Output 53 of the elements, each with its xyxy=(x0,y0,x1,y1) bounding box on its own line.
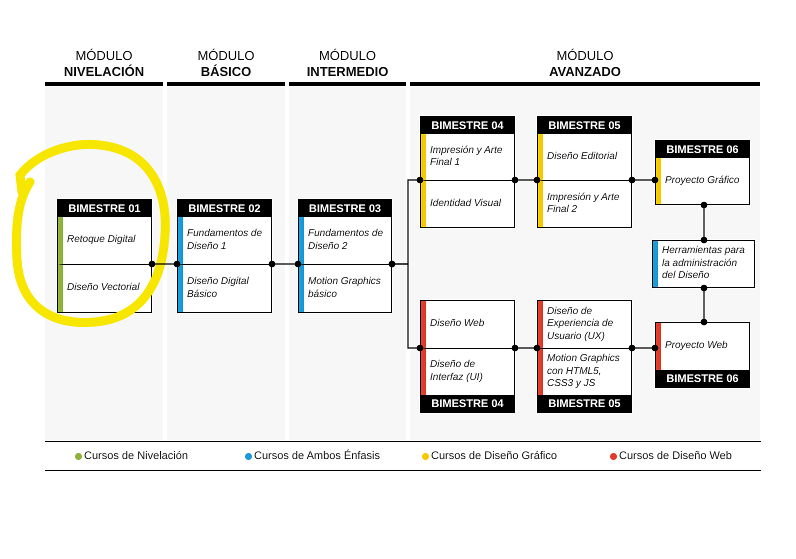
course-name: Impresión y Arte Final 1 xyxy=(421,134,514,180)
connector-line xyxy=(628,344,658,352)
course-name: Motion Graphics básico xyxy=(299,264,391,312)
course-card xyxy=(57,199,152,313)
course-name: Diseño de Experiencia de Usuario (UX) xyxy=(538,301,631,348)
legend-label: Cursos de Nivelación xyxy=(84,450,188,462)
legend-label: Cursos de Ambos Énfasis xyxy=(254,450,380,462)
bimestre-header: BIMESTRE 06 xyxy=(656,141,749,158)
module-heading: INTERMEDIO xyxy=(306,64,388,80)
course-card xyxy=(298,199,392,313)
bimestre-header: BIMESTRE 06 xyxy=(656,370,749,387)
course-card xyxy=(655,140,750,205)
connector-line xyxy=(700,284,708,326)
course-card xyxy=(420,116,515,228)
connector-line xyxy=(628,176,658,184)
connector-line xyxy=(388,260,424,352)
course-name: Fundamentos de Diseño 2 xyxy=(299,217,391,264)
connector-line xyxy=(512,176,540,184)
course-name: Retoque Digital xyxy=(58,217,151,264)
connector-line xyxy=(512,344,540,352)
bimestre-header: BIMESTRE 03 xyxy=(299,200,391,217)
course-name: Proyecto Gráfico xyxy=(656,158,749,204)
bimestre-header: BIMESTRE 02 xyxy=(178,200,271,217)
legend-label: Cursos de Diseño Web xyxy=(619,450,732,462)
legend-label: Cursos de Diseño Gráfico xyxy=(431,450,557,462)
bimestre-header: BIMESTRE 05 xyxy=(538,395,631,412)
course-card xyxy=(537,116,632,228)
module-heading: BÁSICO xyxy=(200,64,252,80)
module-heading: AVANZADO xyxy=(549,64,621,80)
course-name: Identidad Visual xyxy=(421,180,514,227)
course-card xyxy=(420,300,515,413)
course-name: Fundamentos de Diseño 1 xyxy=(178,217,271,264)
connector-line xyxy=(268,260,302,268)
bimestre-header: BIMESTRE 04 xyxy=(421,395,514,412)
course-card xyxy=(537,300,632,413)
course-name: Impresión y Arte Final 2 xyxy=(538,180,631,227)
connector-line xyxy=(700,202,708,244)
course-name: Diseño Web xyxy=(421,301,514,348)
course-name: Diseño Editorial xyxy=(538,134,631,180)
connector-line xyxy=(148,260,180,268)
course-name: Diseño Vectorial xyxy=(58,264,151,312)
module-heading: MÓDULO xyxy=(556,48,614,64)
module-heading: MÓDULO xyxy=(75,48,133,64)
bimestre-header: BIMESTRE 01 xyxy=(58,200,151,217)
course-name: Herramientas para la administración del Diseño xyxy=(653,241,754,287)
module-heading: MÓDULO xyxy=(197,48,255,64)
module-heading: MÓDULO xyxy=(318,48,376,64)
course-name: Diseño Digital Básico xyxy=(178,264,271,312)
course-card xyxy=(177,199,272,313)
module-heading: NIVELACIÓN xyxy=(64,64,144,80)
course-card xyxy=(655,322,750,388)
bimestre-header: BIMESTRE 04 xyxy=(421,117,514,134)
bimestre-header: BIMESTRE 05 xyxy=(538,117,631,134)
